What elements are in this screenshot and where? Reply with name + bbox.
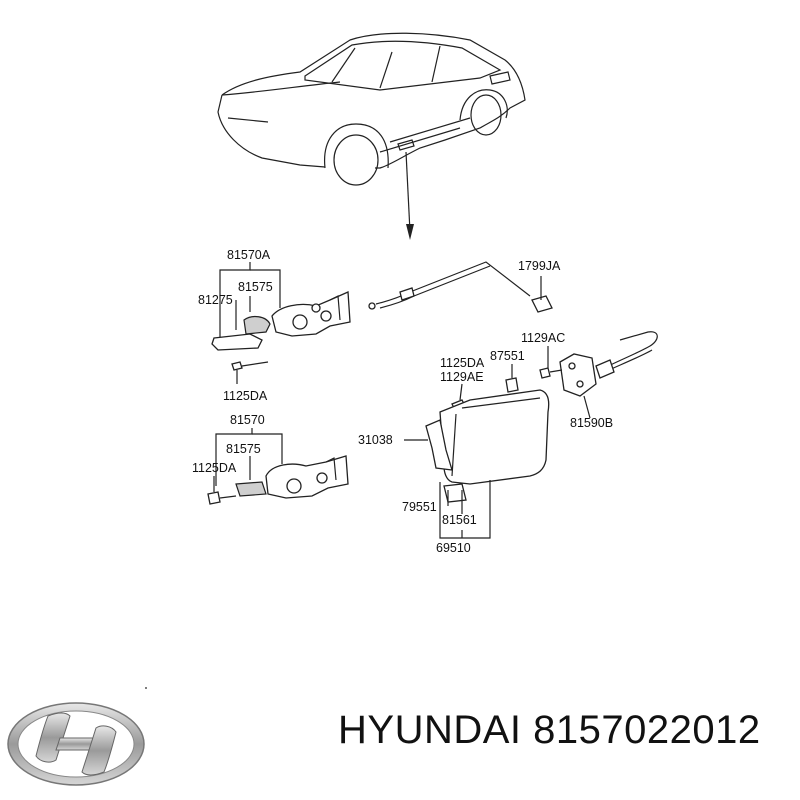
car-illustration <box>217 32 526 240</box>
label-31038: 31038 <box>358 433 393 447</box>
latch-lower <box>207 428 349 505</box>
label-81575-upper: 81575 <box>238 280 273 294</box>
label-1125DA-right: 1125DA <box>440 356 485 370</box>
latch-upper <box>211 262 351 384</box>
hyundai-logo <box>7 702 145 786</box>
label-81561: 81561 <box>442 513 477 527</box>
label-1799JA: 1799JA <box>518 259 561 273</box>
label-81590B: 81590B <box>570 416 613 430</box>
label-1129AC: 1129AC <box>521 331 565 345</box>
label-69510: 69510 <box>436 541 471 555</box>
label-87551: 87551 <box>490 349 525 363</box>
label-81570: 81570 <box>230 413 265 427</box>
label-81575-lower: 81575 <box>226 442 261 456</box>
label-81570A: 81570A <box>227 248 271 262</box>
label-79551: 79551 <box>402 500 437 514</box>
label-1125DA-upper: 1125DA <box>223 389 268 403</box>
label-1129AE: 1129AE <box>440 370 484 384</box>
release-cable <box>368 261 658 375</box>
fuel-door-assembly <box>404 346 615 539</box>
label-1125DA-lower: 1125DA <box>192 461 237 475</box>
label-81275: 81275 <box>198 293 233 307</box>
brand-part-number: HYUNDAI 8157022012 <box>338 708 761 752</box>
